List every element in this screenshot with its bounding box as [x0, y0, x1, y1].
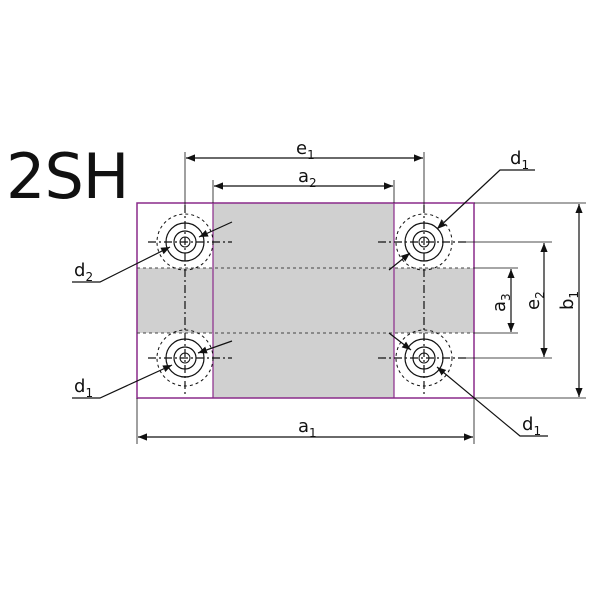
label-a1: a1 — [298, 416, 317, 440]
label-b1: b1 — [557, 291, 581, 310]
leader-d1-bottom-arrow-b — [388, 332, 412, 351]
leader-d2-arrow-b — [198, 221, 233, 238]
central-block — [213, 203, 394, 398]
label-e1: e1 — [296, 138, 315, 162]
label-a3: a3 — [489, 293, 513, 312]
leader-d1-left — [72, 364, 173, 399]
label-d1-bottom: d1 — [522, 414, 541, 438]
leader-d2 — [72, 246, 171, 283]
centerlines — [148, 205, 466, 395]
label-d1-left: d1 — [74, 376, 93, 400]
product-title: 2SH — [6, 140, 129, 213]
label-a2: a2 — [298, 166, 317, 190]
label-d1-top: d1 — [510, 148, 529, 172]
leader-d1-top-arrow-b — [388, 252, 411, 271]
leader-d1-left-arrow-b — [197, 340, 233, 354]
label-d2: d2 — [74, 260, 93, 284]
leader-d1-bottom — [436, 366, 548, 437]
label-e2: e2 — [523, 291, 547, 310]
leader-d1-top — [436, 169, 535, 230]
extension-lines — [136, 152, 586, 444]
plate-outline — [136, 202, 475, 399]
